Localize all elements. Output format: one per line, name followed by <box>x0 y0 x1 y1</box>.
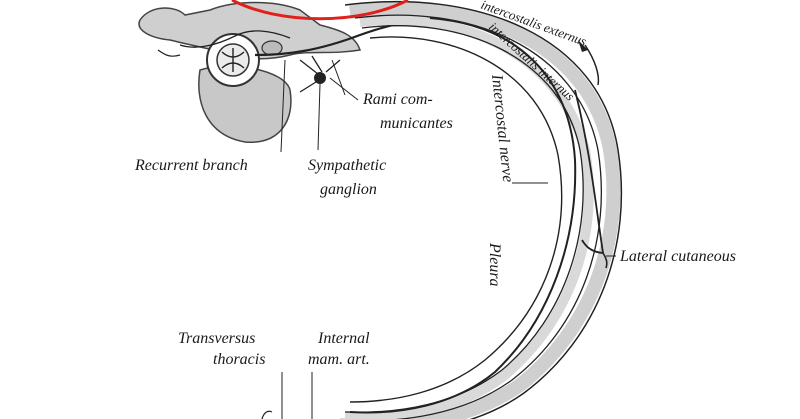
intercostal-nerve-path <box>349 17 577 414</box>
left-branch <box>157 49 181 57</box>
pleura-line <box>349 36 563 403</box>
label-rami-line2: municantes <box>380 115 453 132</box>
spinal-ganglion <box>261 40 283 56</box>
outer-wall-line-2 <box>354 14 602 419</box>
label-transversus-line2: thoracis <box>213 351 265 368</box>
label-internal-line2: mam. art. <box>308 351 370 368</box>
label-sympathetic-line2: ganglion <box>320 181 377 198</box>
lower-fragment <box>261 410 273 419</box>
label-rami-line1: Rami com- <box>362 91 433 108</box>
rami-communicantes <box>299 55 341 93</box>
label-intercostal-nerve: Intercostal nerve <box>488 73 516 183</box>
label-recurrent-branch: Recurrent branch <box>134 157 248 174</box>
label-pleura: Pleura <box>486 242 503 287</box>
intercostalis-externus-band <box>340 1 621 419</box>
red-annotation-arc <box>231 0 409 21</box>
recurrent-branch-leader <box>280 59 286 153</box>
lateral-cutaneous-branch <box>574 89 605 254</box>
label-internal-line1: Internal <box>317 330 370 347</box>
sympathetic-chain <box>317 59 346 151</box>
label-sympathetic-line1: Sympathetic <box>308 157 386 174</box>
intercostalis-internus-band <box>344 15 594 419</box>
dorsal-ramus <box>179 30 291 48</box>
arrow-tip <box>578 40 588 52</box>
outer-wall-line-1 <box>344 0 623 419</box>
outer-twig <box>584 44 600 86</box>
grey-matter <box>221 48 245 72</box>
label-transversus-line1: Transversus <box>178 330 255 347</box>
vertebral-arch <box>138 1 361 60</box>
rami-leader <box>329 77 359 101</box>
lateral-cutaneous-branch-2 <box>602 252 608 269</box>
label-lateral-cutaneous: Lateral cutaneous <box>619 248 736 265</box>
sympathetic-ganglion <box>314 72 326 84</box>
